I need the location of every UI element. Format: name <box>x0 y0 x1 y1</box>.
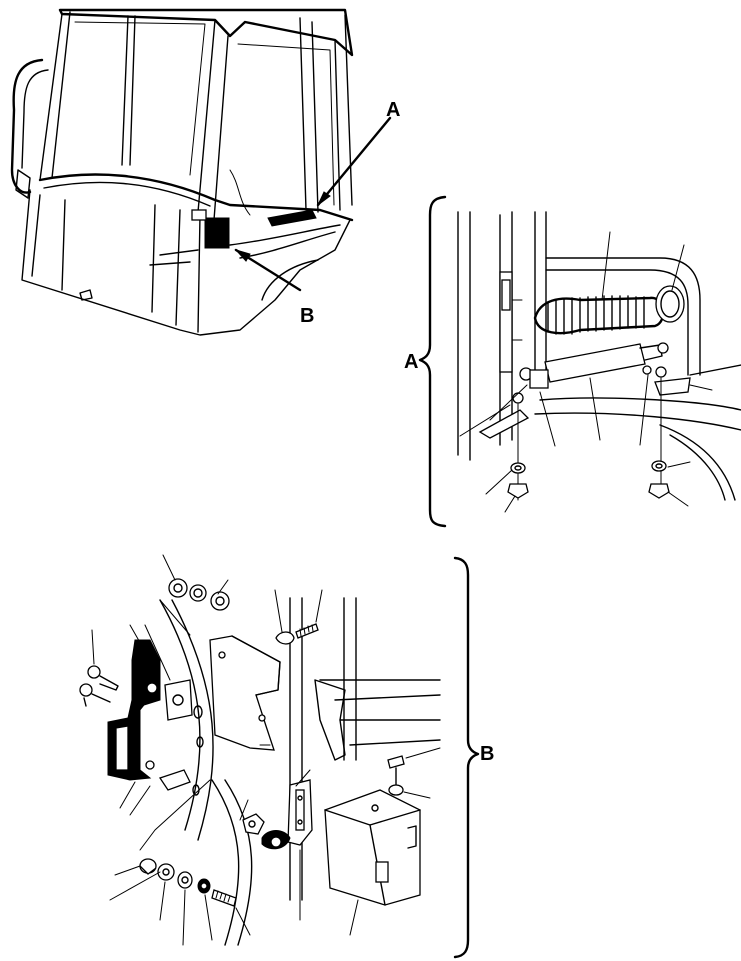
detail-a-gas-strut <box>418 195 741 528</box>
detail-b-door-catch <box>79 554 480 959</box>
view-b-label: B <box>480 743 494 765</box>
callout-b-label: B <box>300 305 314 327</box>
callout-a-label: A <box>386 99 400 121</box>
cab-overview <box>10 8 392 336</box>
view-a-label: A <box>404 351 418 373</box>
